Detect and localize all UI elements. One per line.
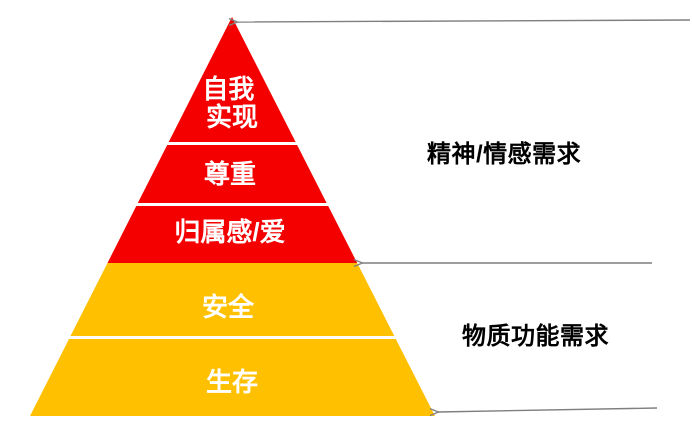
- level-label-survival: 生存: [206, 367, 258, 397]
- level-label-line: 实现: [206, 102, 258, 132]
- group-label-material-functional-needs: 物质功能需求: [462, 323, 609, 350]
- level-self-actualization: [168, 17, 296, 142]
- level-label-belonging-love: 归属感/爱: [174, 217, 285, 247]
- level-label-line: 自我: [202, 74, 254, 104]
- level-label-safety: 安全: [202, 292, 255, 322]
- level-label-self-actualization: 自我 实现: [202, 74, 261, 132]
- annotation-arrows: [237, 20, 691, 412]
- arrow-to-base: [438, 407, 658, 412]
- pyramid-levels: [30, 17, 435, 416]
- group-label-spiritual-emotional-needs: 精神/情感需求: [427, 141, 582, 168]
- arrow-to-apex: [237, 20, 691, 22]
- level-esteem: [137, 145, 327, 203]
- level-label-esteem: 尊重: [204, 159, 256, 189]
- pyramid-level-labels: 自我 实现 尊重 归属感/爱 安全 生存: [174, 74, 285, 397]
- level-safety: [70, 263, 395, 336]
- level-survival: [30, 339, 435, 416]
- level-belonging-love: [107, 206, 358, 263]
